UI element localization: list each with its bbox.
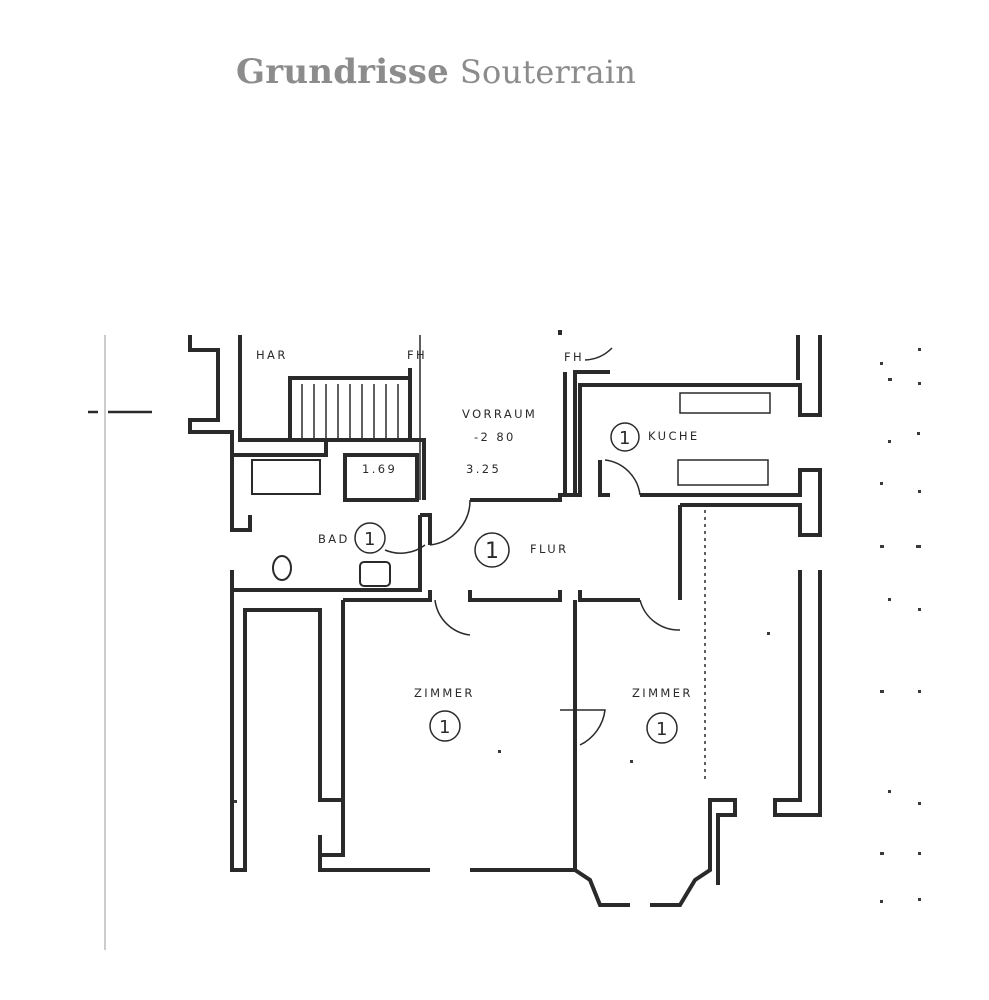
label-flur: FLUR bbox=[530, 542, 568, 556]
label-kuche: KUCHE bbox=[648, 429, 700, 443]
door-fh-right bbox=[584, 347, 613, 361]
wall-bay-right bbox=[650, 798, 737, 907]
wall-kuche-bottom-left bbox=[598, 460, 610, 497]
stair-steps bbox=[301, 384, 399, 438]
room-number-bad: 1 bbox=[364, 529, 375, 550]
washbasin bbox=[359, 561, 391, 587]
door-vorraum bbox=[429, 499, 471, 546]
wall-zimmer-left-north bbox=[343, 590, 432, 602]
dimension-1: 1.69 bbox=[362, 462, 397, 476]
room-number-flur: 1 bbox=[485, 539, 499, 564]
wall-top-left bbox=[188, 335, 234, 530]
room-number-zimmer-left: 1 bbox=[439, 717, 450, 738]
title-bold: Grundrisse bbox=[236, 52, 449, 92]
label-bad: BAD bbox=[318, 532, 350, 546]
title-light: Souterrain bbox=[459, 53, 637, 91]
dimension-2: 3.25 bbox=[466, 462, 501, 476]
wall-bath-left bbox=[230, 455, 252, 532]
label-fh-left: FH bbox=[407, 348, 427, 362]
door-kuche bbox=[604, 459, 641, 496]
label-fh-right: FH bbox=[564, 350, 584, 364]
wall-flur-bottom-left bbox=[468, 590, 562, 602]
walls bbox=[88, 330, 822, 950]
door-between-zimmer bbox=[560, 709, 606, 746]
toilet bbox=[272, 555, 292, 581]
door-zimmer-left bbox=[434, 599, 471, 636]
wall-zimmer-left-west bbox=[230, 590, 343, 872]
door-zimmer-right bbox=[639, 599, 681, 631]
label-zimmer-left: ZIMMER bbox=[414, 686, 475, 700]
wall-flur-bottom-right bbox=[578, 590, 640, 602]
wall-zimmer-left-east bbox=[470, 600, 577, 872]
scan-marks bbox=[234, 348, 921, 903]
wall-flur-left bbox=[420, 513, 432, 545]
wall-bay-left bbox=[573, 868, 630, 907]
bathtub bbox=[251, 459, 321, 495]
wall-kuche bbox=[563, 335, 822, 497]
kitchen-table bbox=[677, 459, 769, 486]
page-title: Grundrisse Souterrain bbox=[236, 52, 636, 92]
wall-kuche-bottom bbox=[640, 468, 822, 537]
wall-bath-bottom bbox=[230, 515, 422, 592]
storage-niche bbox=[343, 453, 419, 502]
wall-bath-top bbox=[232, 438, 426, 500]
label-vorraum-level: -2 80 bbox=[474, 430, 516, 444]
kitchen-counter bbox=[679, 392, 771, 414]
label-zimmer-right: ZIMMER bbox=[632, 686, 693, 700]
room-number-circles bbox=[354, 422, 678, 744]
wall-zimmer-right-east bbox=[773, 570, 822, 817]
label-har: HAR bbox=[256, 348, 288, 362]
wall-zimmer-left-south bbox=[318, 600, 430, 872]
room-number-kuche: 1 bbox=[619, 428, 630, 449]
label-vorraum: VORRAUM bbox=[462, 407, 537, 421]
door-bad bbox=[384, 544, 426, 554]
room-number-zimmer-right: 1 bbox=[656, 719, 667, 740]
